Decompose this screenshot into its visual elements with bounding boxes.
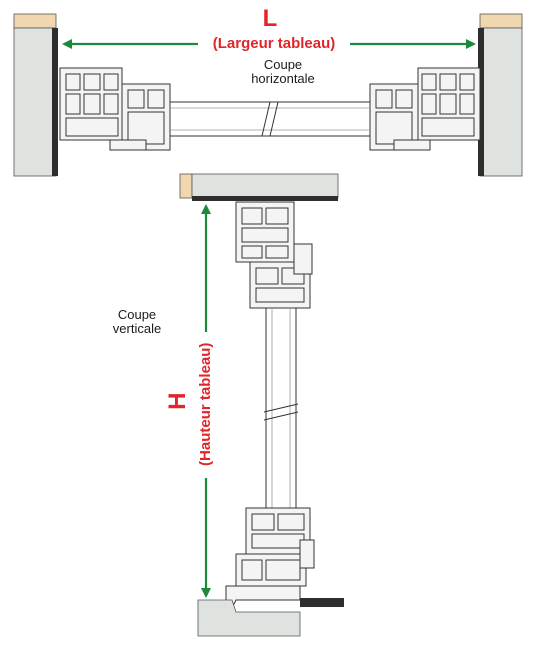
horizontal-section-label: Coupe horizontale — [228, 57, 338, 87]
left-wall — [13, 13, 58, 177]
horizontal-glazing — [169, 101, 371, 137]
head-wall — [179, 173, 339, 201]
horizontal-section-label-line2: horizontale — [251, 71, 315, 87]
top-frame-profile — [235, 201, 313, 309]
right-frame-profile — [369, 67, 481, 151]
horizontal-section-label-line1: Coupe — [263, 57, 303, 72]
width-letter: L — [262, 5, 278, 32]
vertical-glazing — [263, 307, 299, 509]
vertical-section-label: Coupe verticale — [92, 307, 182, 337]
sill — [197, 585, 344, 637]
bottom-frame-profile — [235, 507, 315, 587]
vertical-section-label-line2: verticale — [112, 321, 162, 337]
height-caption: (Hauteur tableau) — [196, 342, 214, 466]
left-frame-profile — [59, 67, 171, 151]
right-wall — [478, 13, 523, 177]
width-caption: (Largeur tableau) — [212, 35, 336, 52]
height-letter: H — [163, 392, 191, 410]
vertical-section-label-line1: Coupe — [117, 307, 157, 322]
